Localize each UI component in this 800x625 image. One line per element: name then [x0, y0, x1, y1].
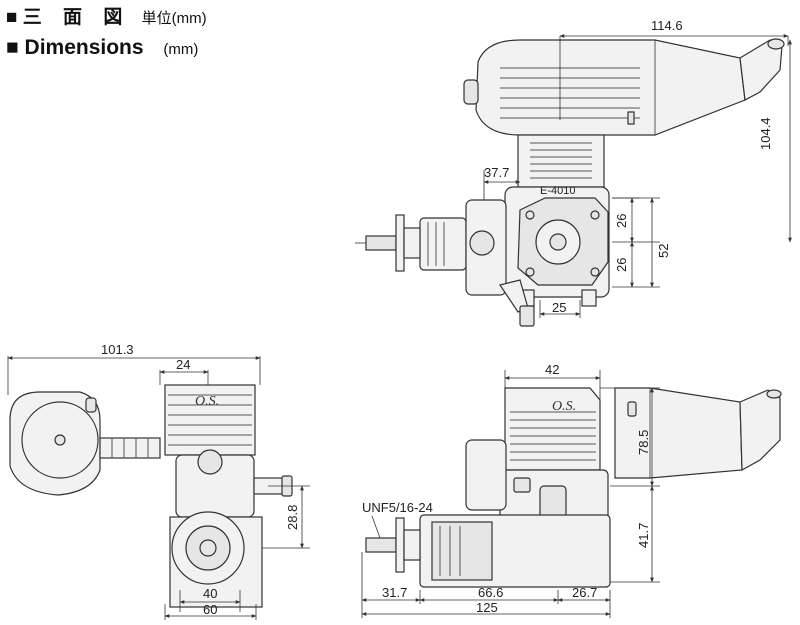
english-title: Dimensions — [24, 36, 144, 59]
brand-logo-side: O.S. — [195, 394, 219, 409]
side-head-dim: 24 — [176, 357, 190, 372]
top-mount-dim: 25 — [552, 300, 566, 315]
top-width-dim: 114.6 — [651, 18, 683, 33]
top-lower-dim: 26 — [614, 258, 629, 272]
front-lower-height-dim: 41.7 — [636, 523, 651, 548]
top-offset-dim: 37.7 — [484, 165, 509, 180]
model-label: E-4010 — [540, 185, 575, 197]
front-housing-top — [419, 199, 535, 327]
brand-logo-front: O.S. — [552, 399, 576, 414]
side-mount-inner-dim: 40 — [203, 586, 217, 601]
crankcase-side — [169, 449, 293, 608]
english-unit: (mm) — [163, 41, 199, 58]
side-view: O.S. 101.3 24 28.8 40 60 — [7, 342, 310, 620]
crankcase-top — [504, 186, 610, 307]
square-bullet-icon: ■ — [6, 7, 18, 28]
muffler-top — [463, 38, 785, 136]
japanese-unit: 単位(mm) — [141, 10, 207, 27]
front-head-width-dim: 42 — [545, 362, 559, 377]
header-japanese: ■ 三 面 図 単位(mm) — [6, 2, 207, 29]
crankcase-front — [419, 439, 611, 588]
top-total-dim: 52 — [656, 244, 671, 258]
top-height-dim: 104.4 — [758, 117, 773, 150]
top-view: 114.6 104.4 37.7 E-4010 26 26 52 25 — [355, 18, 792, 327]
prop-shaft-front — [365, 517, 421, 573]
side-mount-outer-dim: 60 — [203, 602, 217, 617]
front-prop-dim: 31.7 — [382, 585, 407, 600]
cylinder-front: O.S. — [504, 387, 601, 471]
top-upper-dim: 26 — [614, 214, 629, 228]
front-body-dim: 66.6 — [478, 585, 503, 600]
japanese-title: 三 面 図 — [22, 7, 131, 28]
prop-shaft-top — [355, 214, 421, 272]
header-english: ■ Dimensions (mm) — [6, 36, 198, 60]
cylinder-top — [517, 134, 605, 188]
front-view: O.S. 42 78.5 41.7 UNF5/16-24 — [361, 362, 782, 618]
thread-label: UNF5/16-24 — [362, 500, 433, 515]
cylinder-side: O.S. — [164, 384, 256, 456]
front-rear-dim: 26.7 — [572, 585, 597, 600]
muffler-side — [9, 391, 161, 496]
side-height-dim: 28.8 — [285, 505, 300, 530]
front-upper-height-dim: 78.5 — [636, 430, 651, 455]
side-length-dim: 101.3 — [101, 342, 134, 357]
square-bullet-icon: ■ — [6, 36, 19, 59]
front-total-dim: 125 — [476, 600, 498, 615]
